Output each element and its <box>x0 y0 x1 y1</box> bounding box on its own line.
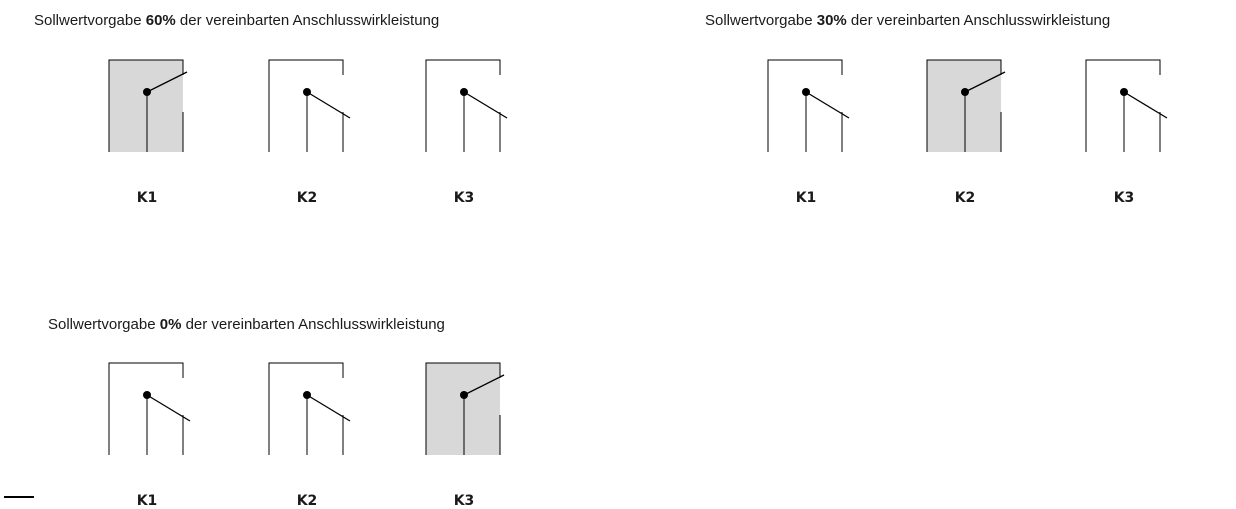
relay-label: K1 <box>136 190 158 206</box>
page-edge-mark <box>4 496 34 498</box>
switch-symbol <box>268 59 351 152</box>
contact-frame <box>425 362 501 455</box>
contact-frame <box>268 59 344 152</box>
setpoint-value: 0% <box>159 316 182 333</box>
contact-frame <box>425 59 501 152</box>
pivot-dot <box>143 391 151 399</box>
switch-blade-open <box>306 394 351 422</box>
pivot-dot <box>460 391 468 399</box>
pivot-dot <box>802 88 810 96</box>
active-fill <box>109 60 183 152</box>
pivot-dot <box>303 88 311 96</box>
switch-symbol <box>1085 59 1168 152</box>
active-fill <box>426 363 500 455</box>
contact-frame <box>767 59 843 152</box>
relay-k1: K1 <box>107 59 217 206</box>
relay-k3: K3 <box>424 59 534 206</box>
pivot-dot <box>961 88 969 96</box>
relay-k3: K3 <box>1084 59 1194 206</box>
switch-blade-open <box>306 91 351 119</box>
relay-k2: K2 <box>267 59 377 206</box>
relay-label: K2 <box>296 190 318 206</box>
switch-blade-closed <box>463 374 505 396</box>
contact-frame <box>268 362 344 455</box>
relay-label: K2 <box>296 493 318 509</box>
contact-frame <box>1085 59 1161 152</box>
setpoint-value: 60% <box>145 12 176 29</box>
switch-symbol <box>926 59 1006 152</box>
relay-label: K1 <box>136 493 158 509</box>
switch-symbol <box>108 59 188 152</box>
switch-symbol <box>268 362 351 455</box>
relay-k3: K3 <box>424 362 534 509</box>
group-heading: Sollwertvorgabe 30% der vereinbarten Ans… <box>705 12 1111 29</box>
relay-k1: K1 <box>107 362 217 509</box>
switch-blade-open <box>805 91 850 119</box>
relay-label: K2 <box>954 190 976 206</box>
setpoint-value: 30% <box>816 12 847 29</box>
switch-blade-open <box>1123 91 1168 119</box>
switch-blade-open <box>463 91 508 119</box>
switch-blade-open <box>146 394 191 422</box>
contact-frame <box>108 59 184 152</box>
relay-label: K1 <box>795 190 817 206</box>
switch-symbol <box>767 59 850 152</box>
relay-label: K3 <box>453 493 475 509</box>
relay-label: K3 <box>453 190 475 206</box>
contact-frame <box>108 362 184 455</box>
group-heading: Sollwertvorgabe 0% der vereinbarten Ansc… <box>48 316 445 333</box>
switch-symbol <box>425 59 508 152</box>
relay-k1: K1 <box>766 59 876 206</box>
switch-blade-closed <box>964 71 1006 93</box>
pivot-dot <box>1120 88 1128 96</box>
contact-frame <box>926 59 1002 152</box>
group-heading: Sollwertvorgabe 60% der vereinbarten Ans… <box>34 12 440 29</box>
switch-symbol <box>425 362 505 455</box>
pivot-dot <box>143 88 151 96</box>
switch-symbol <box>108 362 191 455</box>
relay-k2: K2 <box>925 59 1035 206</box>
relay-label: K3 <box>1113 190 1135 206</box>
pivot-dot <box>460 88 468 96</box>
pivot-dot <box>303 391 311 399</box>
active-fill <box>927 60 1001 152</box>
relay-k2: K2 <box>267 362 377 509</box>
switch-blade-closed <box>146 71 188 93</box>
